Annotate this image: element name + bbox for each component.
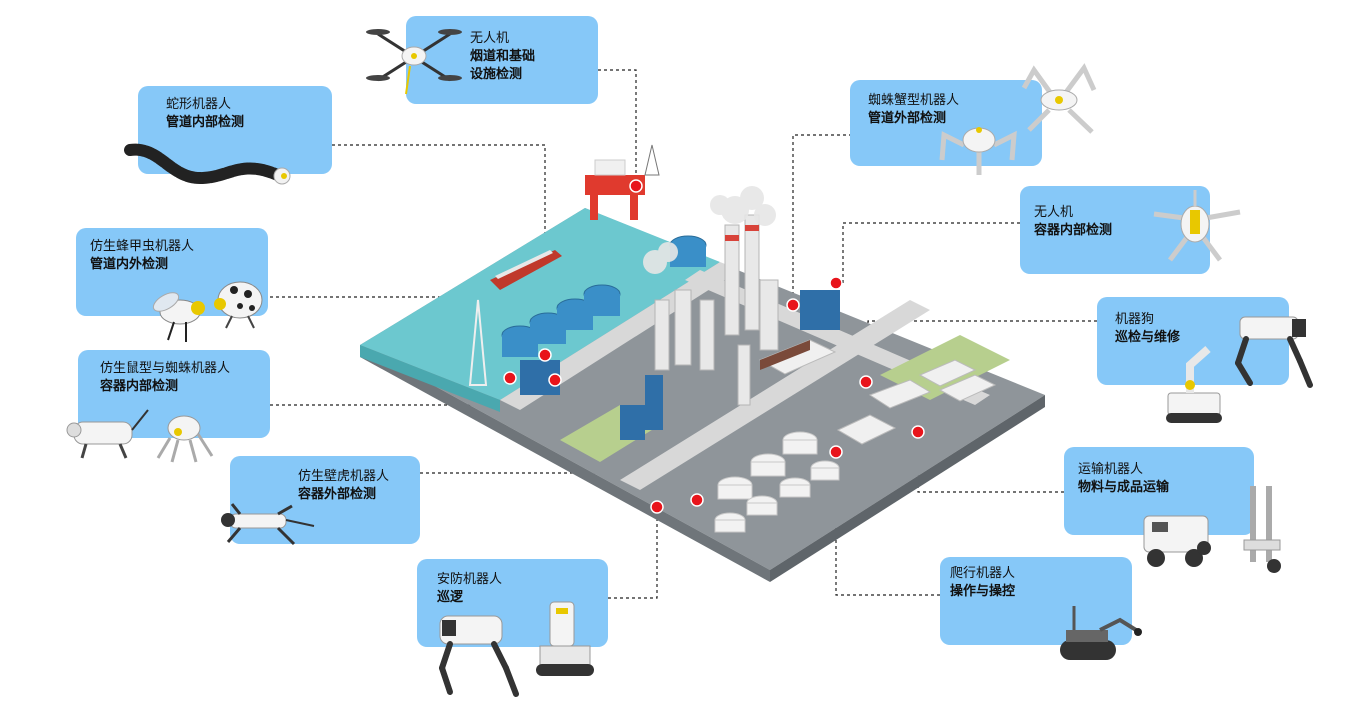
- card-subtitle: 巡逻: [437, 590, 464, 605]
- rat-spider-robot-icon: [66, 409, 214, 463]
- card-drone-chimney: 无人机 烟道和基础 设施检测: [406, 16, 598, 104]
- spider-crab-robot-icon: [939, 63, 1097, 175]
- crawler-robot-icon: [1060, 606, 1142, 660]
- card-title: 机器狗: [1115, 312, 1155, 327]
- marker-vessel-gecko: [690, 493, 704, 507]
- card-title: 蛇形机器人: [166, 97, 232, 112]
- card-title: 无人机: [470, 31, 510, 46]
- marker-pipe-snake: [538, 348, 552, 362]
- card-subtitle: 巡检与维修: [1115, 330, 1181, 345]
- connector-security: [608, 507, 658, 599]
- card-subtitle: 物料与成品运输: [1078, 480, 1170, 495]
- card-subtitle: 管道内部检测: [166, 115, 245, 130]
- card-drone-vessel: 无人机 容器内部检测: [1020, 186, 1210, 274]
- card-title: 运输机器人: [1078, 462, 1144, 477]
- card-title: 仿生蜂甲虫机器人: [90, 239, 195, 254]
- card-title: 无人机: [1034, 205, 1074, 220]
- card-subtitle: 管道内外检测: [90, 257, 169, 272]
- card-subtitle: 容器内部检测: [100, 379, 179, 394]
- card-title: 仿生鼠型与蜘蛛机器人: [100, 361, 231, 376]
- marker-pipe-spider: [786, 298, 800, 312]
- card-title: 仿生壁虎机器人: [298, 469, 390, 484]
- marker-pipe-beetle: [503, 371, 517, 385]
- connector-spider-crab: [792, 134, 852, 305]
- connector-drone-vessel: [842, 222, 1020, 283]
- connector-robot-dog: [867, 320, 1097, 382]
- marker-transport: [911, 425, 925, 439]
- connector-snake: [332, 144, 546, 355]
- connector-drone-chimney: [598, 69, 637, 186]
- card-spider-crab: 蜘蛛蟹型机器人 管道外部检测: [850, 80, 1042, 166]
- drone-icon: [366, 29, 462, 95]
- marker-vessel-rat: [548, 373, 562, 387]
- card-subtitle: 操作与操控: [950, 584, 1016, 599]
- transport-robot-icon: [1143, 486, 1281, 573]
- marker-vessel-drone: [829, 276, 843, 290]
- marker-security: [650, 500, 664, 514]
- card-subtitle: 设施检测: [470, 67, 523, 82]
- snake-robot-icon: [124, 143, 291, 185]
- security-robot-icon: [439, 601, 594, 697]
- marker-robot-dog: [859, 375, 873, 389]
- card-subtitle: 管道外部检测: [868, 111, 947, 126]
- marker-chimney: [629, 179, 643, 193]
- card-subtitle: 烟道和基础: [470, 49, 536, 64]
- robot-dog-icon: [1166, 316, 1313, 423]
- marker-crawler: [829, 445, 843, 459]
- card-title: 蜘蛛蟹型机器人: [868, 93, 960, 108]
- card-title: 爬行机器人: [950, 566, 1016, 581]
- card-subtitle: 容器外部检测: [298, 487, 377, 502]
- card-title: 安防机器人: [437, 572, 503, 587]
- gecko-robot-icon: [221, 503, 315, 546]
- card-subtitle: 容器内部检测: [1034, 223, 1113, 238]
- beetle-robot-icon: [152, 281, 263, 342]
- card-gecko: 仿生壁虎机器人 容器外部检测: [230, 456, 420, 544]
- vessel-drone-icon: [1153, 190, 1241, 262]
